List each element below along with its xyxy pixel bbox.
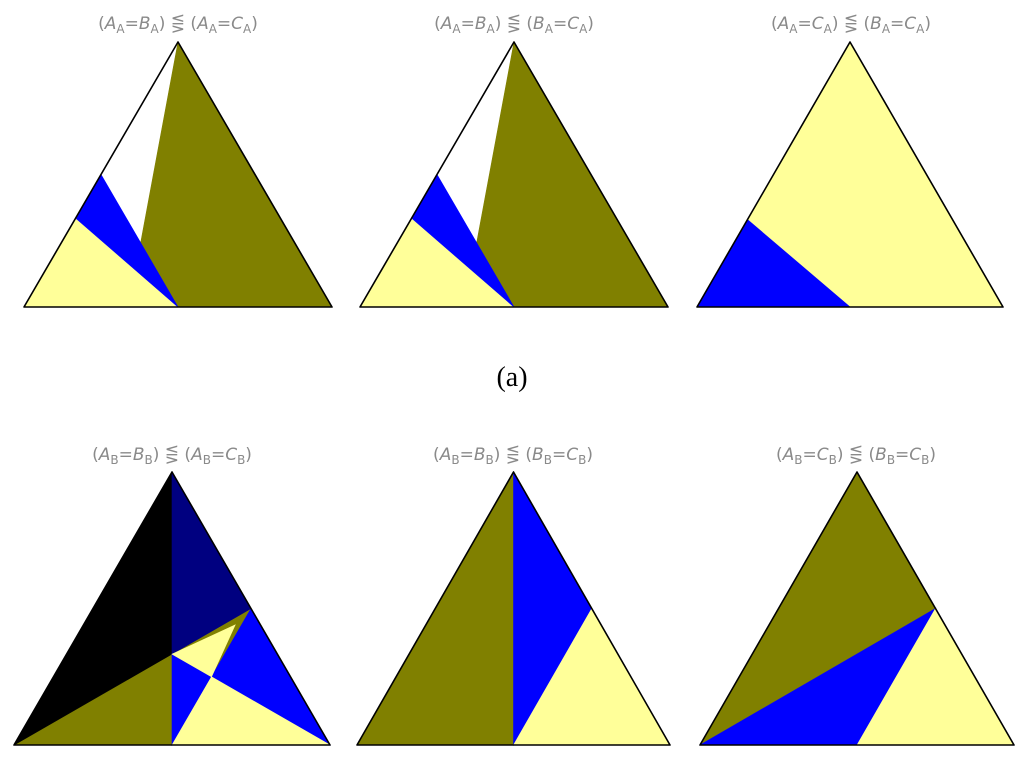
triangle-outline xyxy=(699,471,1015,746)
triangle-outline xyxy=(356,471,671,746)
panel-title: (AB=BB) ⋚ (BB=CB) xyxy=(433,445,593,467)
panel-AA_CA_vs_BA_CA: (AA=CA) ⋚ (BA=CA) xyxy=(696,14,1004,308)
panel-AA_BA_vs_AA_CA: (AA=BA) ⋚ (AA=CA) xyxy=(23,14,333,308)
panel-title: (AA=BA) ⋚ (AA=CA) xyxy=(98,14,258,36)
subfigure-caption-a: (a) xyxy=(496,362,528,393)
panel-title: (AA=CA) ⋚ (BA=CA) xyxy=(771,14,931,36)
panel-AA_BA_vs_BA_CA: (AA=BA) ⋚ (BA=CA) xyxy=(359,14,669,308)
panel-AB_BB_vs_BB_CB: (AB=BB) ⋚ (BB=CB) xyxy=(356,445,671,747)
triangle-outline xyxy=(696,41,1004,308)
triangle-outline xyxy=(359,41,669,308)
triangle-outline xyxy=(23,41,333,308)
region-light-yellow xyxy=(171,624,236,678)
panel-AB_CB_vs_BB_CB: (AB=CB) ⋚ (BB=CB) xyxy=(698,445,1015,746)
panel-title: (AB=CB) ⋚ (BB=CB) xyxy=(776,445,936,467)
panel-title: (AA=BA) ⋚ (BA=CA) xyxy=(434,14,594,36)
triangle-outline xyxy=(13,471,331,746)
region-olive xyxy=(128,41,333,308)
panel-AB_BB_vs_AB_CB: (AB=BB) ⋚ (AB=CB) xyxy=(13,445,332,747)
panel-title: (AB=BB) ⋚ (AB=CB) xyxy=(92,445,252,467)
region-olive xyxy=(464,41,669,308)
